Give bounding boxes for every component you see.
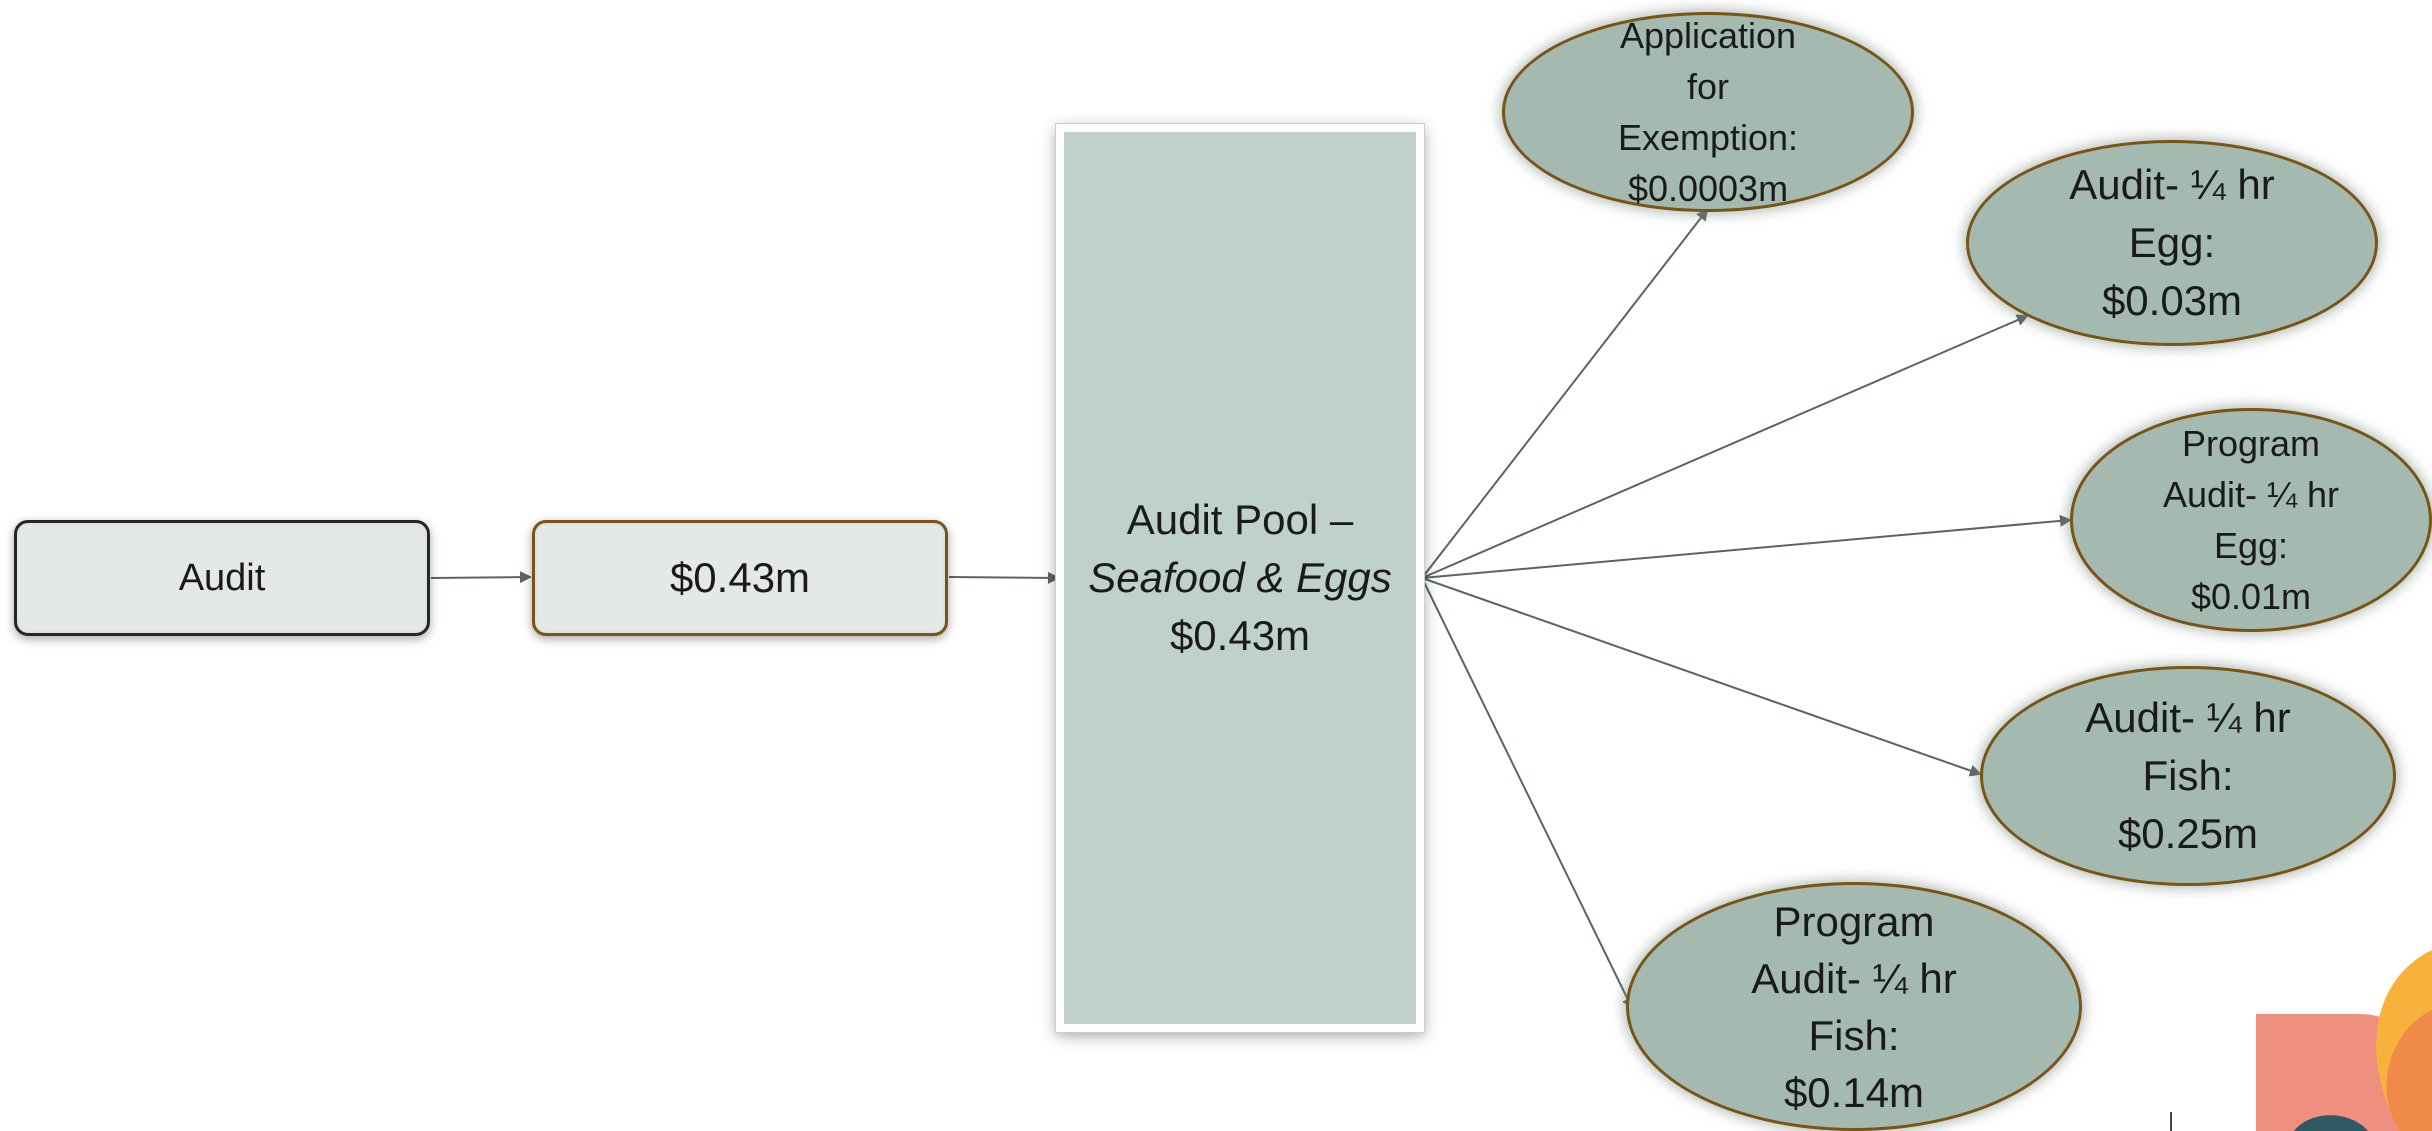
audit-fish-node[interactable]: Audit- ¼ hr Fish: $0.25m [1980, 666, 2396, 886]
arrow-pool-to-program-egg [1421, 514, 2072, 579]
program-audit-egg-node[interactable]: Program Audit- ¼ hr Egg: $0.01m [2070, 408, 2432, 632]
program-egg-line-2: Audit- ¼ hr [2162, 474, 2340, 515]
audit-egg-node[interactable]: Audit- ¼ hr Egg: $0.03m [1966, 140, 2378, 346]
audit-egg-line-2: Egg: [2128, 219, 2216, 266]
program-fish-line-1: Program [1773, 897, 1935, 945]
program-fish-line-2: Audit- ¼ hr [1751, 954, 1957, 1002]
arrow-pool-to-audit-egg [1421, 314, 2029, 579]
exemption-line-3: Exemption: [1617, 117, 1799, 158]
audit-pool-node[interactable]: Audit Pool – Seafood & Eggs $0.43m [1055, 123, 1425, 1033]
program-egg-line-3: Egg: [2213, 525, 2289, 566]
arrow-amount-to-pool [948, 571, 1060, 584]
deco-teal-shape [2294, 1115, 2368, 1131]
audit-node[interactable]: Audit [14, 520, 430, 636]
application-exemption-node[interactable]: Application for Exemption: $0.0003m [1502, 12, 1914, 212]
deco-orange-shape [2386, 1010, 2432, 1131]
audit-pool-amount: $0.43m [1169, 612, 1311, 659]
slide-tick-mark [2170, 1112, 2172, 1131]
audit-egg-line-1: Audit- ¼ hr [2069, 161, 2275, 208]
program-audit-fish-node[interactable]: Program Audit- ¼ hr Fish: $0.14m [1626, 882, 2082, 1131]
exemption-line-2: for [1686, 66, 1729, 107]
audit-fish-line-1: Audit- ¼ hr [2085, 694, 2291, 741]
audit-fish-line-2: Fish: [2142, 752, 2234, 799]
audit-pool-subtitle: Seafood & Eggs [1088, 554, 1392, 601]
audit-pool-title: Audit Pool – [1126, 496, 1354, 543]
corner-decoration [2256, 950, 2432, 1131]
audit-fish-amount: $0.25m [2117, 810, 2259, 857]
exemption-line-1: Application [1619, 15, 1797, 56]
arrow-pool-to-program-fish [1421, 577, 1634, 1010]
program-fish-amount: $0.14m [1783, 1068, 1925, 1116]
arrow-pool-to-exemption [1421, 208, 1709, 579]
exemption-amount: $0.0003m [1627, 168, 1789, 209]
program-egg-line-1: Program [2181, 423, 2321, 464]
audit-amount-label: $0.43m [669, 554, 811, 601]
arrow-audit-to-amount [430, 571, 532, 584]
audit-node-label: Audit [178, 556, 266, 599]
program-fish-line-3: Fish: [1808, 1011, 1900, 1059]
audit-amount-node[interactable]: $0.43m [532, 520, 948, 636]
program-egg-amount: $0.01m [2190, 576, 2312, 617]
arrow-pool-to-audit-fish [1421, 577, 1982, 777]
audit-egg-amount: $0.03m [2101, 277, 2243, 324]
